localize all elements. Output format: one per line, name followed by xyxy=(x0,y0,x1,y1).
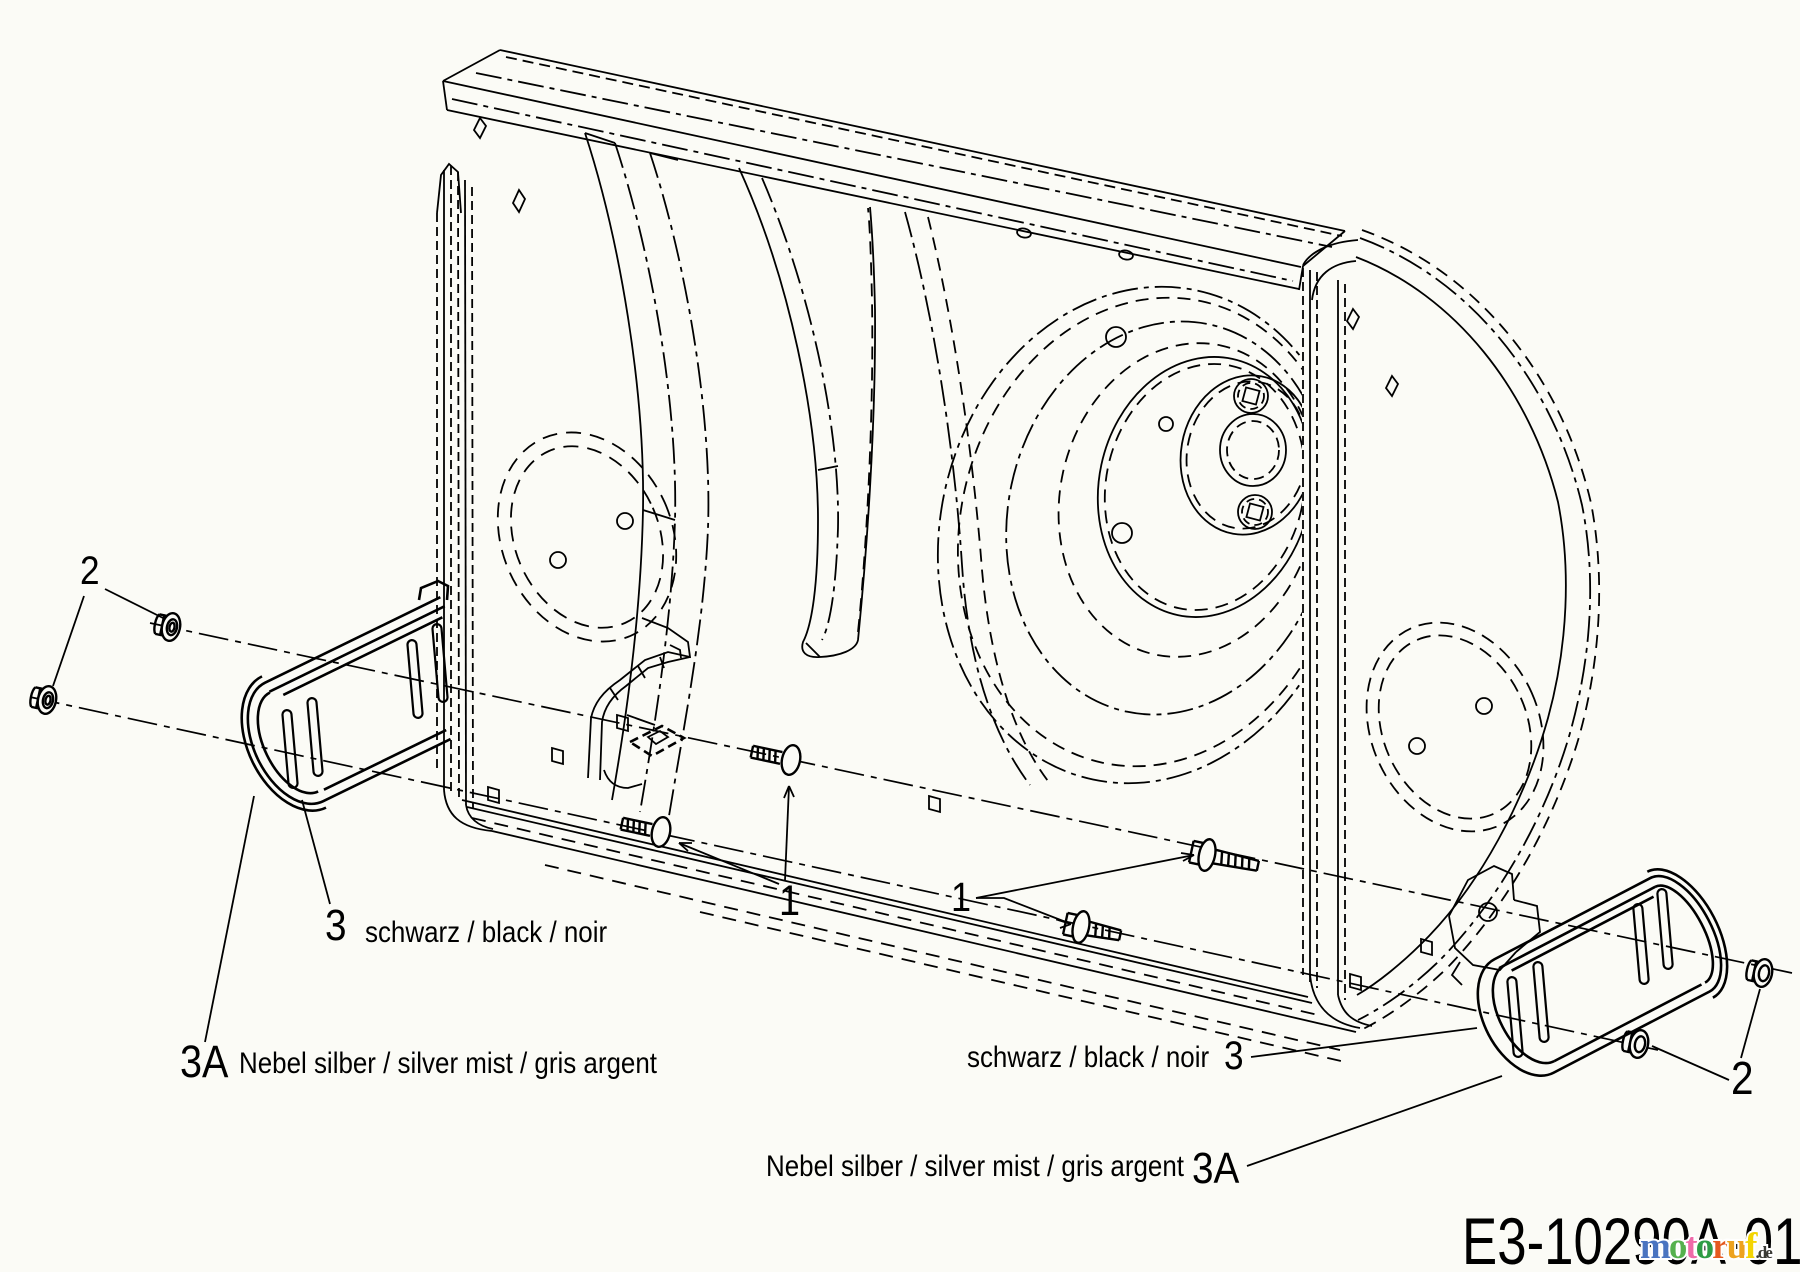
svg-text:2: 2 xyxy=(1731,1054,1754,1105)
svg-text:2: 2 xyxy=(80,548,100,593)
svg-text:3A: 3A xyxy=(180,1037,229,1087)
svg-text:Nebel silber / silver mist / g: Nebel silber / silver mist / gris argent xyxy=(766,1149,1184,1182)
svg-text:3: 3 xyxy=(325,900,347,950)
svg-text:3A: 3A xyxy=(1192,1143,1240,1193)
svg-text:3: 3 xyxy=(1224,1033,1244,1078)
svg-text:schwarz / black / noir: schwarz / black / noir xyxy=(967,1040,1209,1073)
svg-text:E3-10290A-01: E3-10290A-01 xyxy=(1462,1204,1800,1272)
svg-text:1: 1 xyxy=(951,875,971,921)
svg-text:motoruf.de: motoruf.de xyxy=(1640,1226,1773,1267)
svg-text:schwarz / black / noir: schwarz / black / noir xyxy=(365,915,607,948)
svg-text:1: 1 xyxy=(779,876,800,925)
svg-text:Nebel silber / silver mist / g: Nebel silber / silver mist / gris argent xyxy=(239,1046,657,1079)
